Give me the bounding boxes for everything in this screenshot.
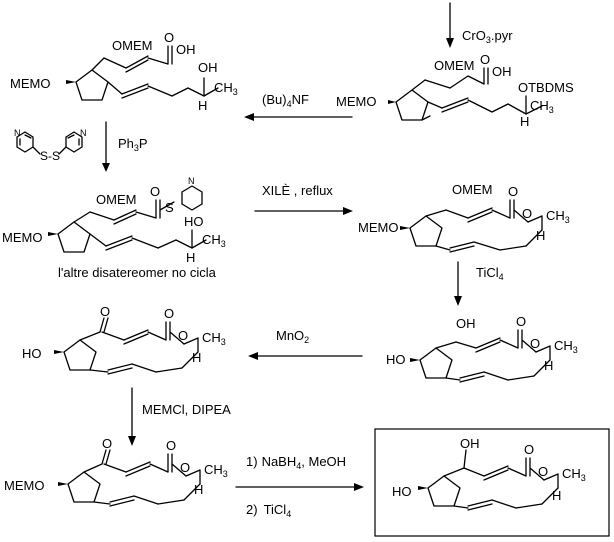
svg-text:CH3: CH3 (202, 232, 226, 249)
arrowhead (454, 296, 462, 306)
svg-text:O: O (178, 328, 188, 343)
svg-text:O: O (524, 442, 534, 457)
svg-text:H: H (536, 228, 545, 243)
svg-text:O: O (100, 304, 110, 319)
svg-text:MEMO: MEMO (10, 76, 50, 91)
svg-text:O: O (516, 314, 526, 329)
reaction-arrows (102, 2, 462, 491)
svg-text:HO: HO (392, 484, 412, 499)
svg-text:O: O (530, 336, 540, 351)
svg-text:CH3: CH3 (204, 462, 228, 479)
compound-hydroxy-acid: MEMO OMEM O OH OH CH3 H (10, 30, 238, 113)
svg-text:OH: OH (460, 436, 480, 451)
svg-text:CH3: CH3 (214, 80, 238, 97)
svg-text:CH3: CH3 (546, 208, 570, 225)
arrowhead (446, 38, 454, 48)
svg-text:HO: HO (386, 352, 406, 367)
condition-ticl4-step2: 2)TiCl4 (246, 502, 291, 519)
svg-text:CH3: CH3 (554, 338, 578, 355)
compound-mem-enone-macrolide: MEMO O O O CH3 H (4, 436, 228, 507)
svg-text:H: H (192, 350, 201, 365)
condition-ticl4: TiCl4 (476, 265, 504, 282)
svg-text:OH: OH (176, 42, 196, 57)
svg-text:OH: OH (492, 64, 512, 79)
svg-text:MEMO: MEMO (358, 220, 398, 235)
compound-starting-material: MEMO OMEM O OH OTBDMS CH3 H (336, 52, 574, 129)
disulfide-label: S-S (40, 149, 60, 163)
final-product-box (374, 428, 610, 537)
condition-mno2: MnO2 (276, 328, 309, 345)
svg-text:MEMO: MEMO (2, 230, 42, 245)
svg-text:S: S (165, 200, 174, 215)
condition-ph3p: Ph3P (118, 136, 148, 153)
svg-text:O: O (508, 184, 518, 199)
compound-thioester: MEMO OMEM O S N HO CH3 H (2, 176, 226, 265)
arrowhead (128, 436, 136, 446)
svg-text:O: O (180, 460, 190, 475)
svg-text:OMEM: OMEM (112, 38, 152, 53)
svg-text:OH: OH (456, 316, 476, 331)
compound-hydroxy-macrolide: HO OH O O CH3 H (386, 314, 578, 383)
svg-text:CH3: CH3 (562, 466, 586, 483)
arrowhead (102, 163, 110, 172)
svg-text:CH3: CH3 (530, 98, 554, 115)
svg-text:OMEM: OMEM (452, 182, 492, 197)
condition-tbaf: (Bu)4NF (262, 92, 309, 109)
condition-cro3-pyr: CrO3.pyr (462, 28, 513, 45)
svg-text:H: H (198, 98, 207, 113)
condition-xylene-reflux: XILÈ , reflux (262, 183, 333, 198)
condition-memcl-dipea: MEMCl, DIPEA (142, 402, 231, 417)
svg-text:CH3: CH3 (202, 330, 226, 347)
svg-text:OTBDMS: OTBDMS (518, 80, 574, 95)
svg-text:O: O (164, 30, 174, 45)
arrowhead (354, 483, 364, 491)
condition-nabh4-meoh: 1)NaBH4, MeOH (246, 454, 346, 471)
svg-text:HO: HO (22, 346, 42, 361)
arrowhead (244, 113, 254, 121)
svg-text:O: O (480, 52, 490, 67)
diastereomer-note: l'altre disatereomer no cicla (58, 265, 217, 280)
svg-text:N: N (80, 128, 87, 138)
svg-text:H: H (544, 358, 553, 373)
svg-text:HO: HO (184, 214, 204, 229)
svg-text:O: O (102, 436, 112, 451)
svg-text:O: O (164, 306, 174, 321)
dipyridyl-disulfide: S-S N N (14, 128, 87, 163)
reaction-conditions: CrO3.pyr (Bu)4NF Ph3P XILÈ , reflux TiCl… (58, 28, 513, 519)
svg-text:O: O (538, 464, 548, 479)
svg-text:OMEM: OMEM (96, 192, 136, 207)
svg-text:H: H (186, 250, 195, 265)
compound-enone-macrolide: HO O O O CH3 H (22, 304, 226, 375)
svg-text:O: O (150, 184, 160, 199)
svg-text:H: H (520, 114, 529, 129)
svg-text:OMEM: OMEM (434, 58, 474, 73)
arrowhead (343, 207, 353, 215)
svg-text:O: O (166, 438, 176, 453)
svg-text:O: O (522, 206, 532, 221)
arrowhead (248, 352, 258, 360)
svg-text:MEMO: MEMO (4, 478, 44, 493)
svg-text:H: H (194, 482, 203, 497)
compound-final-product: HO OH O O CH3 H (392, 436, 586, 511)
svg-text:N: N (14, 128, 21, 138)
svg-text:N: N (188, 176, 195, 186)
svg-text:H: H (552, 488, 561, 503)
svg-text:OH: OH (198, 60, 218, 75)
compound-mem-macrolide: MEMO OMEM O O CH3 H (358, 182, 570, 253)
svg-text:MEMO: MEMO (336, 94, 376, 109)
